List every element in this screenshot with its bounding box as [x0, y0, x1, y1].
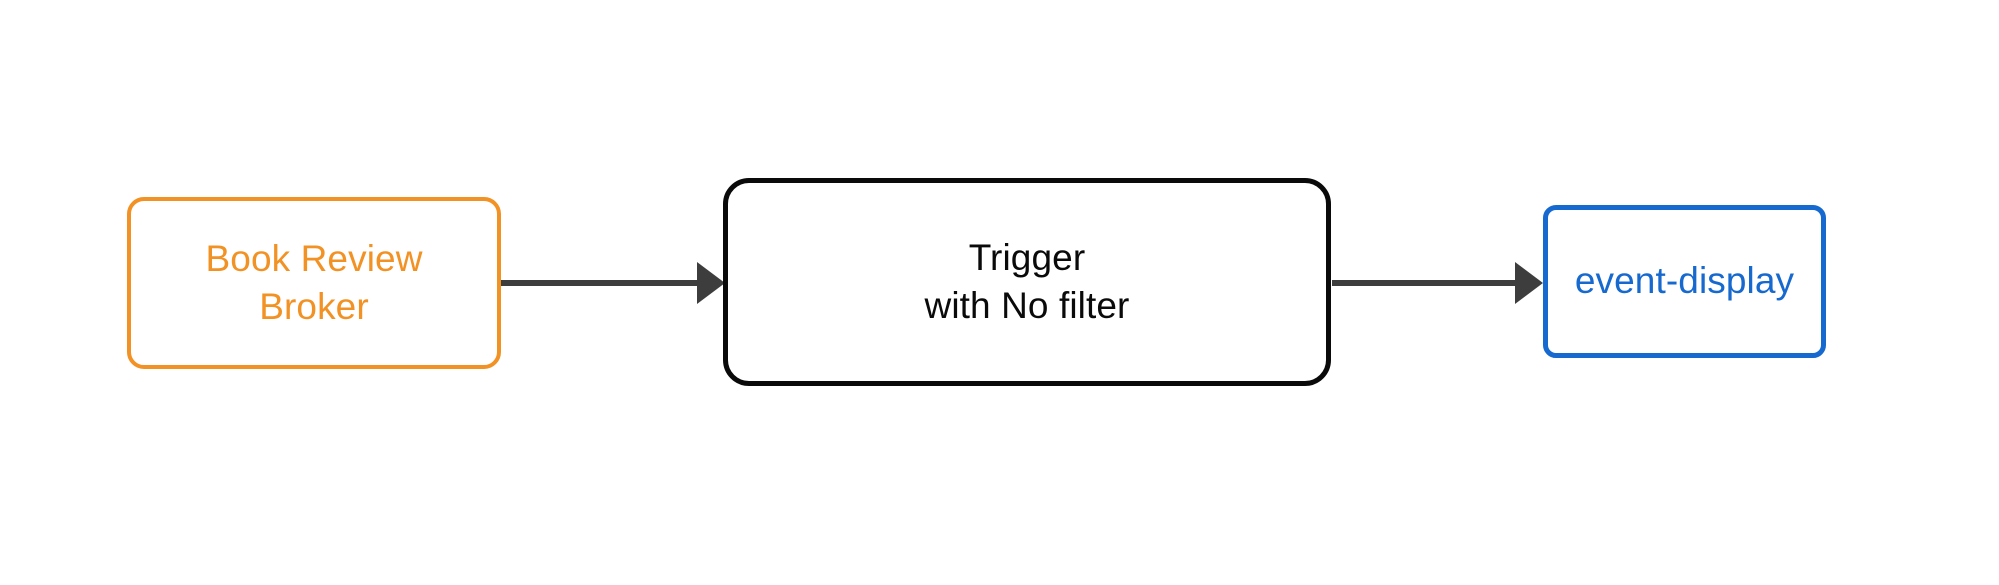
node-trigger[interactable]: Trigger with No filter — [723, 178, 1331, 386]
edge-trigger-to-event-display-arrowhead — [1515, 262, 1543, 304]
node-book-review-broker-label: Book Review Broker — [205, 237, 423, 327]
node-event-display-label: event-display — [1574, 260, 1795, 302]
edge-broker-to-trigger-arrowhead — [697, 262, 725, 304]
node-trigger-label: Trigger with No filter — [924, 236, 1130, 326]
node-event-display[interactable]: event-display — [1543, 205, 1826, 358]
node-book-review-broker[interactable]: Book Review Broker — [127, 197, 501, 369]
